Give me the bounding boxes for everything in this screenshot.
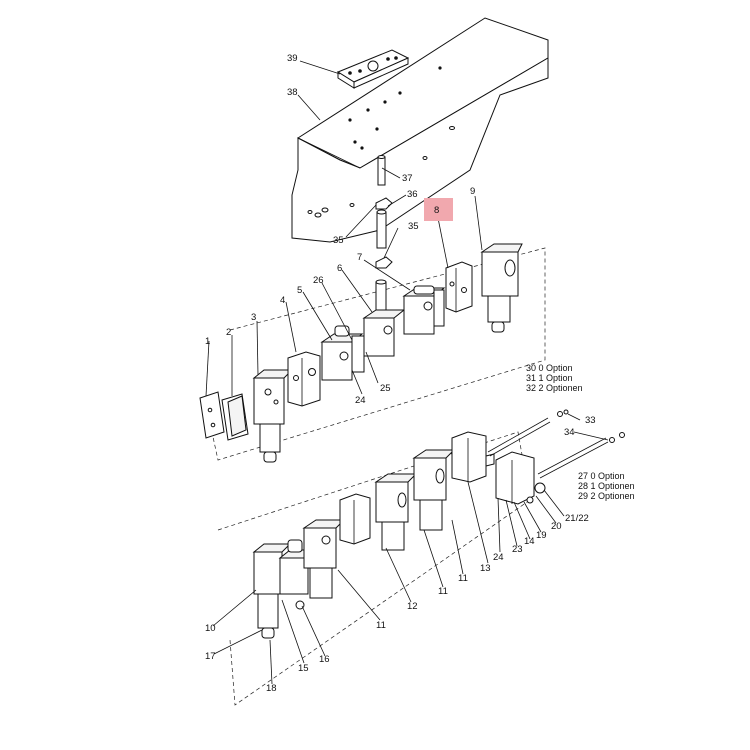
label-16: 16	[319, 654, 330, 665]
label-4: 4	[280, 295, 285, 306]
label-21-22: 21/22	[565, 513, 589, 524]
option-29: 29 2 Optionen	[578, 491, 635, 501]
label-7: 7	[357, 252, 362, 263]
option-list-lower: 27 0 Option 28 1 Optionen 29 2 Optionen	[578, 471, 635, 501]
option-27: 27 0 Option	[578, 471, 625, 481]
label-3: 3	[251, 312, 256, 323]
label-25: 25	[380, 383, 391, 394]
mounting-plate	[336, 49, 410, 89]
option-rods	[487, 409, 625, 479]
valve-part-23-24	[495, 451, 546, 505]
label-1: 1	[205, 336, 210, 347]
valve-part-11c	[412, 449, 456, 531]
label-8: 8	[434, 205, 439, 216]
label-39: 39	[287, 53, 298, 64]
label-12: 12	[407, 601, 418, 612]
label-19: 19	[536, 530, 547, 541]
valve-part-7	[402, 285, 446, 335]
label-37: 37	[402, 173, 413, 184]
label-13: 13	[480, 563, 491, 574]
valve-part-11b	[374, 473, 418, 551]
valve-part-11a	[302, 519, 346, 599]
label-2: 2	[226, 327, 231, 338]
label-10: 10	[205, 623, 216, 634]
label-9: 9	[470, 186, 475, 197]
label-35-lower: 35	[333, 235, 344, 246]
label-11-left: 11	[376, 620, 386, 631]
label-23: 23	[512, 544, 523, 555]
plate-part-12	[339, 493, 371, 545]
highlight-box	[424, 198, 453, 221]
label-11-mid: 11	[438, 586, 448, 597]
option-31: 31 1 Option	[526, 373, 573, 383]
label-17: 17	[205, 651, 216, 662]
label-35-upper: 35	[408, 221, 419, 232]
leader-lines	[205, 60, 609, 685]
option-28: 28 1 Optionen	[578, 481, 635, 491]
label-18: 18	[266, 683, 277, 694]
label-38: 38	[287, 87, 298, 98]
label-11-right: 11	[458, 573, 468, 584]
label-26: 26	[313, 275, 324, 286]
option-list-upper: 30 0 Option 31 1 Option 32 2 Optionen	[526, 363, 583, 393]
option-30: 30 0 Option	[526, 363, 573, 373]
label-33: 33	[585, 415, 596, 426]
valve-part-9	[480, 243, 523, 333]
label-24-lower: 24	[493, 552, 504, 563]
label-20: 20	[551, 521, 562, 532]
plate-part-8	[445, 261, 473, 313]
label-34: 34	[564, 427, 575, 438]
block-part-13	[451, 431, 495, 483]
pin-assembly	[375, 155, 393, 269]
bracket-part-1	[199, 391, 225, 439]
option-32: 32 2 Optionen	[526, 383, 583, 393]
callout-labels: 39 38 37 36 35 35 8 9 7 6 26 5 4 3 2 1 2…	[205, 53, 596, 694]
valve-part-3	[252, 369, 294, 463]
plate-part-2	[221, 393, 249, 441]
label-24-upper: 24	[355, 395, 366, 406]
label-6: 6	[337, 263, 342, 274]
label-5: 5	[297, 285, 302, 296]
label-15: 15	[298, 663, 309, 674]
block-part-4	[287, 351, 321, 407]
label-14: 14	[524, 536, 535, 547]
label-36: 36	[407, 189, 418, 200]
frame-bracket	[291, 17, 549, 243]
valve-part-10	[252, 543, 292, 639]
valve-part-6	[362, 279, 406, 357]
